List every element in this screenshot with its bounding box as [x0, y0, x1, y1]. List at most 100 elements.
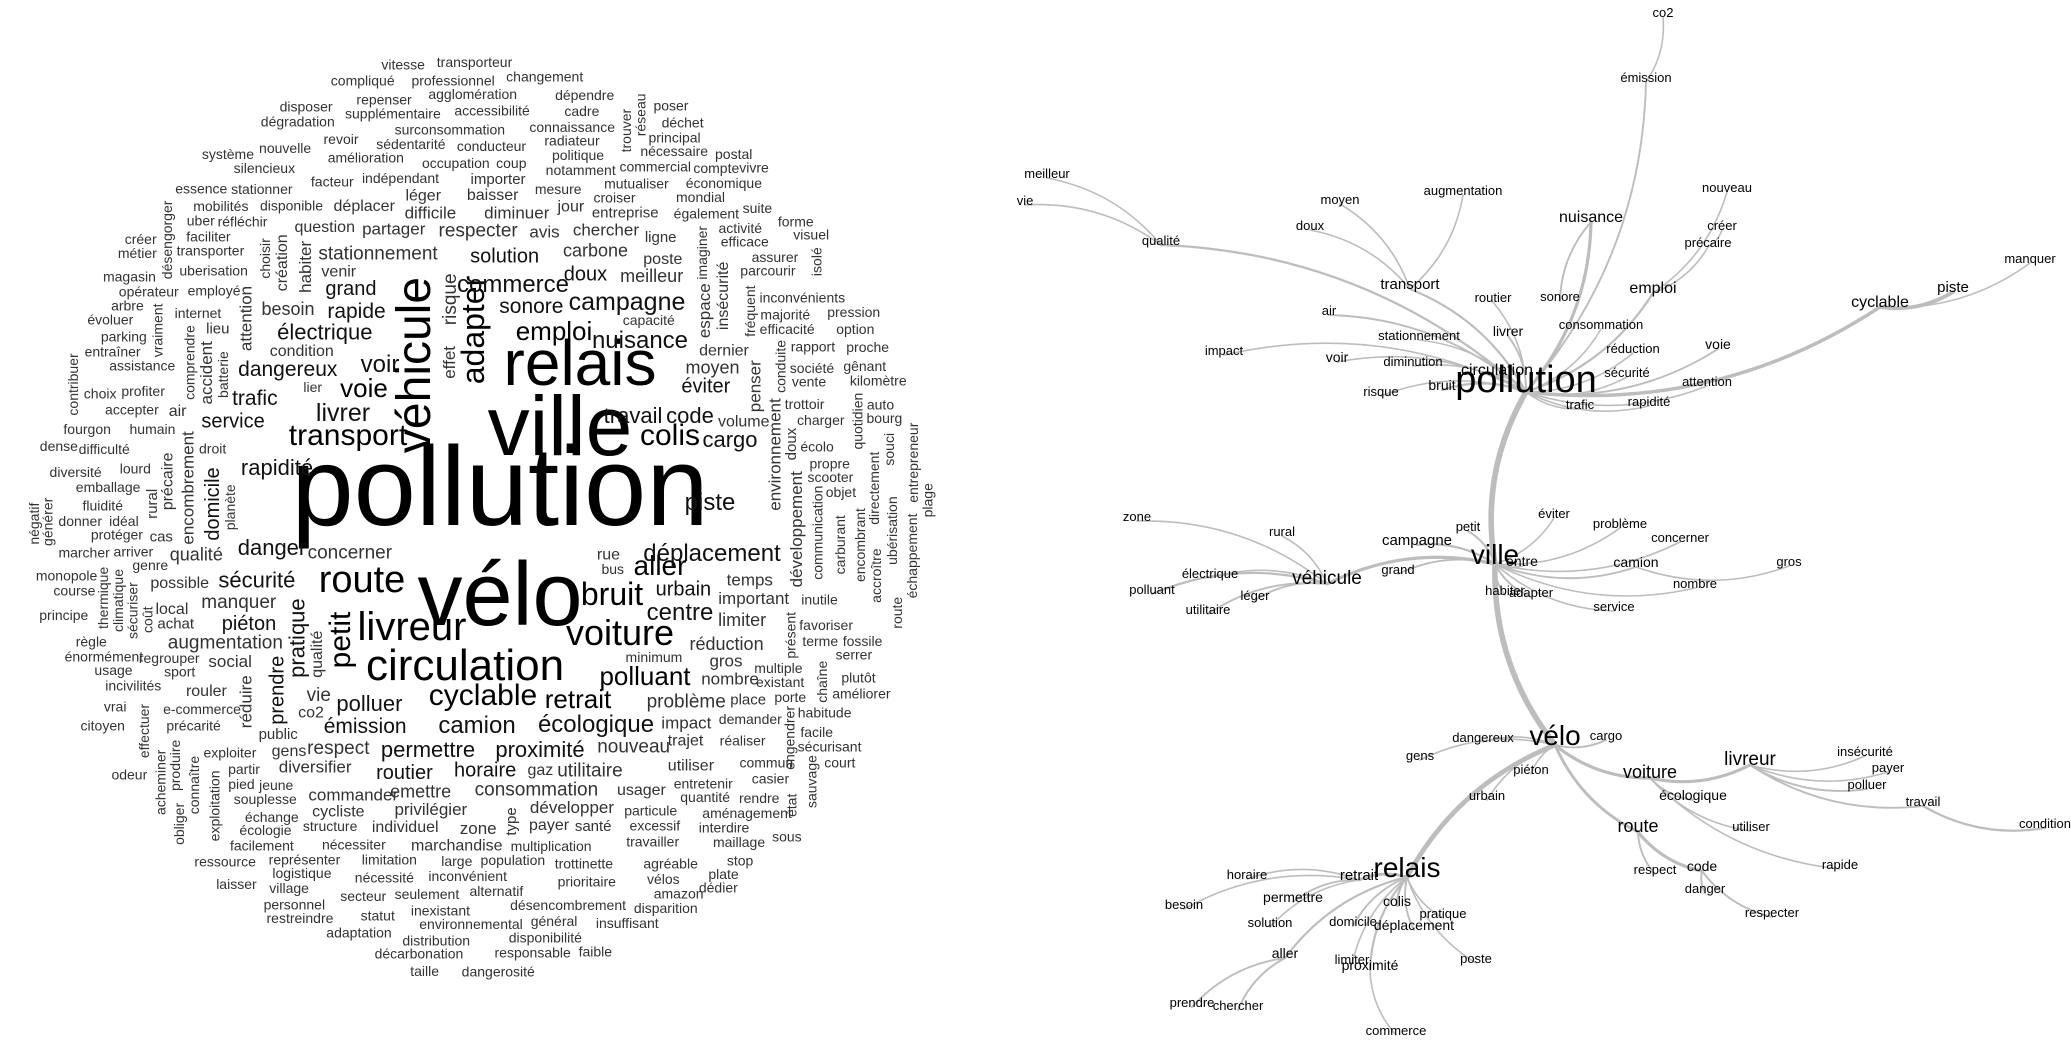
word-cloud-word: stop	[727, 852, 754, 868]
word-cloud-word: habitude	[798, 704, 852, 720]
graph-node-nouveau: nouveau	[1702, 180, 1752, 195]
word-cloud-word: individuel	[372, 819, 439, 836]
graph-node-cargo: cargo	[1590, 728, 1623, 743]
graph-node-doux: doux	[1296, 218, 1325, 233]
word-cloud-word: cas	[150, 529, 173, 546]
graph-edge	[1191, 957, 1286, 1008]
word-cloud-word: occupation	[422, 155, 490, 171]
graph-node-habiter: habiter	[1485, 583, 1525, 598]
word-cloud-word: qualité	[170, 545, 223, 565]
word-cloud-word: type	[503, 807, 520, 835]
word-cloud-word: insécurité	[715, 262, 732, 331]
graph-node-transport: transport	[1380, 276, 1440, 293]
graph-edge	[1524, 305, 1882, 398]
word-cloud-word: environnement	[765, 398, 784, 511]
graph-edge	[1024, 203, 1162, 246]
word-cloud-word: venir	[321, 263, 356, 280]
graph-edge	[1351, 876, 1408, 965]
word-cloud-word: véhicule	[388, 277, 441, 453]
graph-edge	[1415, 543, 1497, 566]
word-cloud-word: sous	[772, 829, 802, 845]
graph-edge	[1700, 870, 1706, 894]
word-cloud-word: contribuer	[65, 353, 81, 416]
word-cloud-word: silencieux	[234, 160, 295, 176]
graph-node-pieton: piéton	[1513, 762, 1548, 777]
word-cloud-word: lourd	[120, 461, 151, 477]
graph-edge	[1707, 229, 1723, 248]
word-cloud-word: emballage	[76, 479, 141, 495]
graph-node-commerce: commerce	[1366, 1023, 1427, 1038]
graph-node-entre: entre	[1506, 553, 1538, 569]
word-cloud-word: facteur	[311, 174, 354, 190]
word-cloud-word: multiplication	[511, 838, 592, 854]
word-cloud-word: arbre	[111, 297, 144, 313]
word-cloud-word: suite	[743, 200, 773, 216]
word-cloud-word: attention	[237, 286, 256, 351]
graph-node-creer: créer	[1707, 218, 1737, 233]
word-cloud-word: moyen	[686, 358, 740, 378]
word-cloud-word: penser	[746, 360, 765, 412]
graph-edge	[1554, 739, 1607, 749]
graph-node-rapide: rapide	[1822, 857, 1858, 872]
word-cloud-word: insuffisant	[596, 915, 659, 931]
graph-node-rural: rural	[1269, 524, 1295, 539]
graph-node-livreur: livreur	[1724, 749, 1776, 770]
word-cloud-word: cadre	[564, 103, 599, 119]
word-cloud-word: déplacer	[334, 198, 396, 215]
graph-edge	[1046, 177, 1162, 246]
graph-node-travail: travail	[1906, 794, 1941, 809]
word-cloud-word: achat	[157, 616, 195, 633]
word-cloud-word: fourgon	[63, 421, 110, 437]
graph-node-risque: risque	[1363, 384, 1398, 399]
word-cloud-word: fossile	[843, 633, 883, 649]
graph-edge	[1397, 558, 1496, 575]
word-cloud-word: trottinette	[555, 856, 614, 872]
word-cloud-word: bourg	[867, 410, 903, 426]
word-cloud-word: directement	[866, 452, 882, 525]
word-cloud-word: agglomération	[428, 86, 517, 102]
word-cloud-word: rendre	[739, 790, 780, 806]
word-cloud-word: amélioration	[328, 149, 404, 165]
word-cloud-word: commercial	[619, 159, 691, 175]
word-cloud-word: droit	[199, 441, 226, 457]
word-cloud-word: améliorer	[832, 685, 891, 701]
word-cloud-word: réduire	[236, 675, 255, 728]
word-cloud-word: disponible	[260, 198, 323, 214]
word-cloud-word: quantité	[680, 789, 730, 805]
word-cloud-word: dangerosité	[462, 964, 535, 980]
graph-node-pratique: pratique	[1420, 906, 1467, 921]
graph-node-vehicule: véhicule	[1292, 568, 1362, 589]
word-cloud-word: danger	[238, 535, 307, 560]
graph-edge	[1352, 876, 1408, 927]
word-cloud-word: gens	[272, 743, 307, 760]
word-cloud-word: effet	[440, 346, 459, 379]
graph-node-poste: poste	[1460, 951, 1492, 966]
word-cloud-word: plage	[919, 483, 935, 517]
word-cloud-word: environnemental	[419, 916, 523, 932]
word-cloud-word: rue	[597, 547, 620, 564]
word-cloud-word: mutualiser	[604, 175, 669, 191]
word-cloud-word: possible	[150, 575, 209, 592]
graph-node-zone: zone	[1123, 509, 1151, 524]
word-cloud-word: partir	[228, 761, 260, 777]
graph-edge	[1494, 563, 1532, 598]
word-cloud-word: employé	[188, 282, 241, 298]
word-cloud-word: vrai	[104, 699, 127, 715]
word-cloud-word: écologique	[538, 711, 654, 738]
word-cloud-word: adaptation	[326, 925, 391, 941]
word-cloud-word: connaître	[186, 756, 202, 815]
word-cloud-word: horaire	[454, 760, 516, 782]
graph-edge	[1645, 16, 1665, 83]
word-cloud-word: coup	[496, 155, 527, 171]
word-cloud-word: batterie	[215, 351, 231, 398]
word-cloud-word: efficace	[721, 233, 769, 249]
word-cloud-word: nuisance	[592, 327, 688, 354]
word-cloud-word: politique	[552, 147, 604, 163]
graph-edge	[1494, 563, 1696, 597]
graph-edge	[1495, 373, 1528, 394]
graph-node-condition: condition	[2019, 816, 2071, 831]
word-cloud-word: trottoir	[785, 396, 825, 412]
word-cloud-word: humain	[130, 421, 176, 437]
word-cloud-word: métier	[118, 245, 157, 261]
word-cloud-word: échappement	[904, 513, 920, 598]
